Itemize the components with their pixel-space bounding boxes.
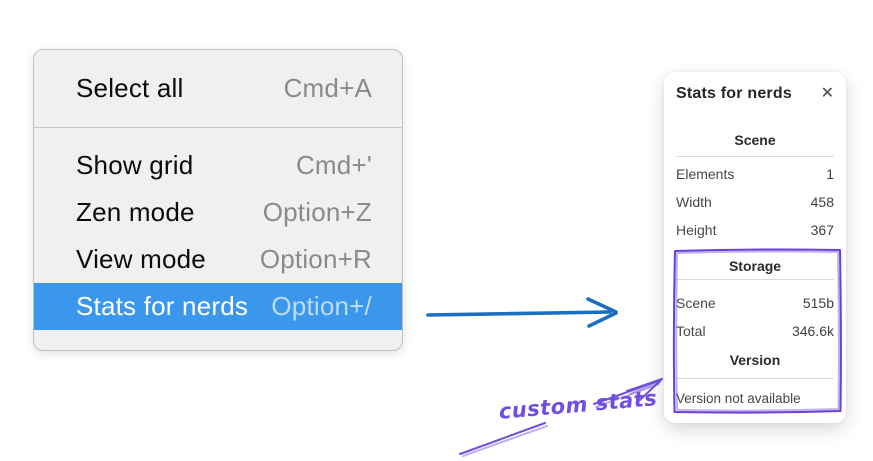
annotation-box[interactable]: [672, 248, 842, 414]
menu-item-shortcut: Cmd+': [295, 150, 372, 180]
stat-label: Width: [676, 194, 712, 210]
context-menu: Select all Cmd+A Show grid Cmd+' Zen mod…: [33, 49, 403, 351]
stat-value: 458: [810, 194, 834, 210]
stat-label: Elements: [676, 166, 735, 182]
menu-section-top: Select all Cmd+A: [34, 50, 402, 127]
menu-item-label: View mode: [76, 244, 206, 274]
menu-item-label: Zen mode: [76, 197, 195, 227]
stat-label: Height: [676, 222, 717, 238]
menu-item-select-all[interactable]: Select all Cmd+A: [34, 65, 402, 112]
menu-item-stats-for-nerds[interactable]: Stats for nerds Option+/: [34, 283, 402, 330]
stats-panel-title: Stats for nerds: [676, 85, 792, 102]
menu-item-view-mode[interactable]: View mode Option+R: [34, 236, 402, 283]
menu-item-shortcut: Option+R: [259, 244, 372, 274]
menu-item-zen-mode[interactable]: Zen mode Option+Z: [34, 189, 402, 236]
menu-item-label: Show grid: [76, 150, 194, 180]
stat-label: Scene: [676, 295, 716, 311]
version-note: Version not available: [676, 390, 801, 406]
section-header-version: Version: [729, 352, 781, 368]
menu-item-show-grid[interactable]: Show grid Cmd+': [34, 142, 402, 189]
menu-item-shortcut: Option+/: [271, 291, 372, 321]
menu-item-label: Select all: [76, 73, 184, 103]
menu-section-bottom: Show grid Cmd+' Zen mode Option+Z View m…: [34, 127, 402, 350]
section-header-storage: Storage: [728, 258, 782, 274]
stat-value: 367: [810, 222, 834, 238]
annotation-arrow[interactable]: [459, 378, 663, 457]
stat-label: Total: [676, 323, 706, 339]
stat-value: 515b: [802, 295, 834, 311]
stat-value: 1: [826, 166, 834, 182]
menu-item-label: Stats for nerds: [76, 291, 249, 321]
divider: [676, 156, 834, 157]
pointer-arrow[interactable]: [426, 297, 618, 328]
menu-item-shortcut: Cmd+A: [283, 73, 372, 103]
annotation-label[interactable]: custom stats: [497, 386, 659, 424]
section-header-scene: Scene: [734, 132, 776, 148]
stats-panel: Stats for nerds ✕ Scene Elements 1 Width…: [664, 72, 846, 423]
stat-row-scene-storage: Scene 515b: [676, 289, 834, 317]
close-button[interactable]: ✕: [821, 86, 834, 102]
stat-row-elements: Elements 1: [676, 160, 834, 188]
stat-row-total-storage: Total 346.6k: [676, 317, 834, 345]
divider: [676, 378, 834, 379]
close-icon: ✕: [820, 85, 834, 102]
menu-item-shortcut: Option+Z: [262, 197, 372, 227]
stat-value: 346.6k: [791, 323, 834, 339]
stat-row-width: Width 458: [676, 188, 834, 216]
stat-row-height: Height 367: [676, 216, 834, 244]
divider: [676, 279, 834, 280]
stats-panel-header: Stats for nerds ✕: [676, 83, 834, 105]
